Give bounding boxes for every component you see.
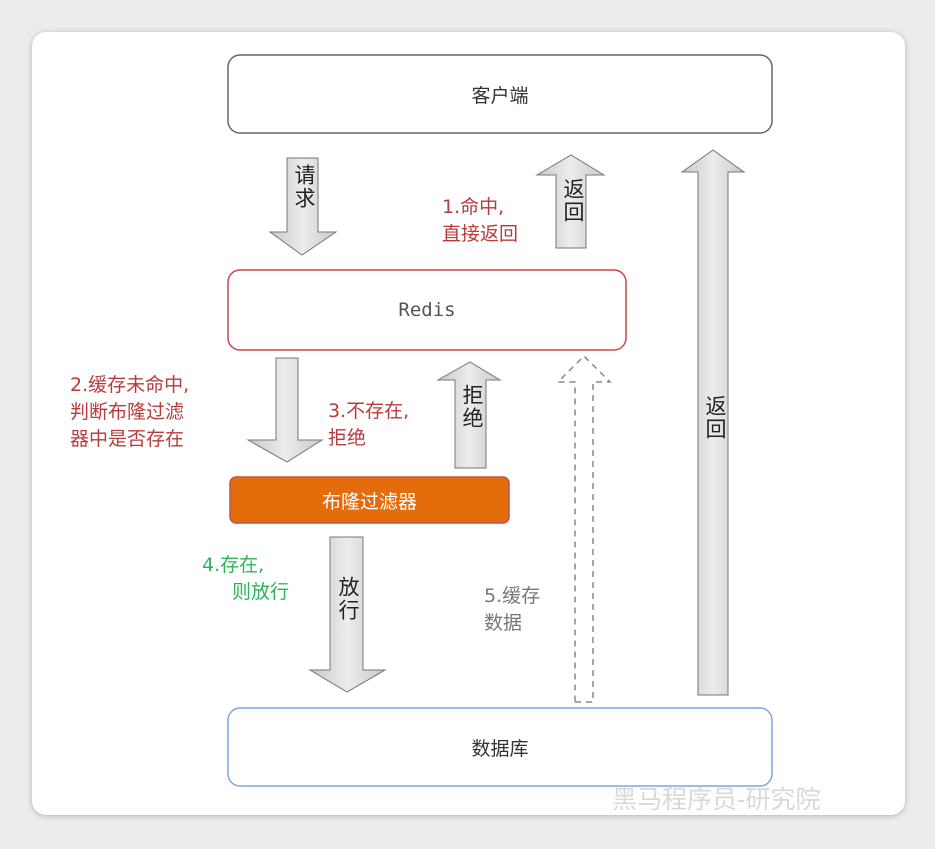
- return-small-arrow: [535, 154, 606, 249]
- step5-line: 5.缓存: [484, 585, 541, 607]
- database-label: 数据库: [471, 737, 529, 760]
- request-arrow: [268, 157, 338, 256]
- client-box: [227, 54, 773, 134]
- reject-arrow: [436, 361, 502, 469]
- step2-line: 判断布隆过滤: [70, 401, 185, 423]
- step1-line: 1.命中,: [442, 196, 505, 218]
- step2-line: 器中是否存在: [70, 428, 185, 450]
- watermark: 黑马程序员-研究院: [612, 785, 821, 814]
- return-big-arrow: [680, 149, 746, 696]
- step2-annotation: 2.缓存未命中, 判断布隆过滤 器中是否存在: [70, 372, 189, 453]
- cache-data-dashed-arrow: [556, 354, 612, 703]
- return-small-arrow-label: 返回: [561, 178, 585, 224]
- step5-line: 数据: [484, 612, 523, 634]
- cache-miss-arrow: [246, 357, 324, 463]
- bloom-filter-label: 布隆过滤器: [321, 490, 417, 513]
- redis-label: Redis: [398, 299, 456, 321]
- step3-annotation: 3.不存在, 拒绝: [328, 398, 409, 452]
- client-label: 客户端: [471, 84, 529, 107]
- step2-line: 2.缓存未命中,: [70, 374, 190, 396]
- pass-arrow-label: 放行: [336, 576, 360, 622]
- redis-box: [227, 269, 627, 351]
- database-box: [227, 707, 773, 787]
- step4-annotation: 4.存在, 则放行: [202, 552, 289, 606]
- step3-line: 拒绝: [328, 427, 367, 449]
- step1-annotation: 1.命中, 直接返回: [442, 194, 518, 248]
- step3-line: 3.不存在,: [328, 400, 410, 422]
- pass-arrow: [308, 536, 387, 693]
- reject-arrow-label: 拒绝: [460, 384, 484, 430]
- step1-line: 直接返回: [442, 223, 519, 245]
- request-arrow-label: 请求: [292, 164, 316, 210]
- bloom-filter-box: [229, 476, 510, 524]
- return-big-arrow-label: 返回: [703, 395, 727, 441]
- step4-line: 4.存在,: [202, 554, 265, 576]
- step5-annotation: 5.缓存 数据: [484, 583, 540, 637]
- step4-line: 则放行: [232, 581, 290, 603]
